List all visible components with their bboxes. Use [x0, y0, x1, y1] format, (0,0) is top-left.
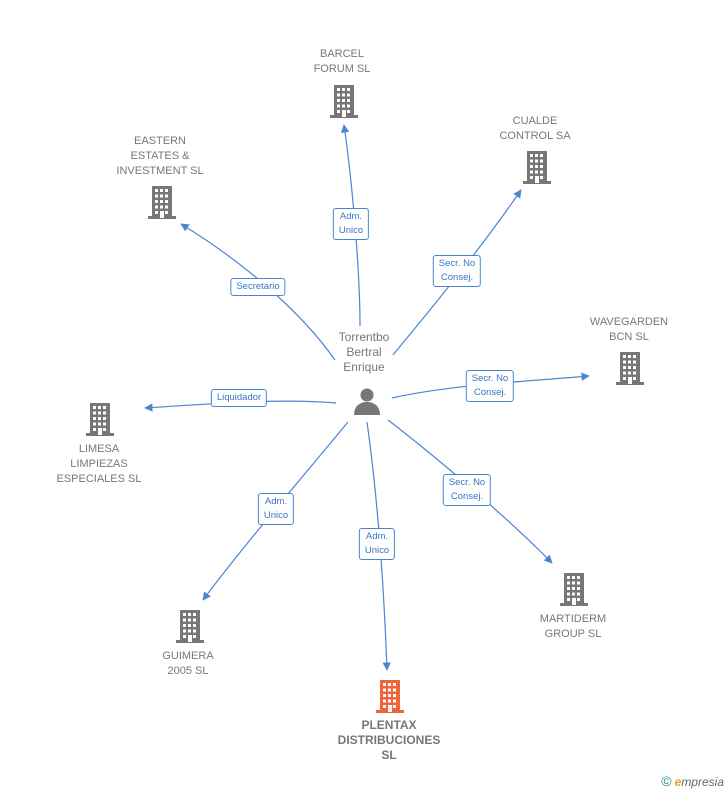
brand-logo: ©empresia: [661, 773, 724, 789]
role-label[interactable]: Adm. Unico: [257, 493, 295, 525]
person-name: Torrentbo Bertral Enrique: [338, 330, 390, 374]
role-label[interactable]: Secr. No Consej.: [442, 474, 492, 506]
role-label[interactable]: Secr. No Consej.: [465, 370, 515, 402]
company-building-icon[interactable]: [328, 83, 360, 124]
company-label[interactable]: PLENTAX DISTRIBUCIONES SL: [337, 718, 441, 762]
company-label[interactable]: LIMESA LIMPIEZAS ESPECIALES SL: [56, 443, 142, 485]
role-label[interactable]: Secretario: [230, 278, 286, 296]
company-label[interactable]: GUIMERA 2005 SL: [162, 650, 214, 677]
role-label[interactable]: Adm. Unico: [332, 208, 370, 240]
role-label[interactable]: Secr. No Consej.: [432, 255, 482, 287]
company-label[interactable]: MARTIDERM GROUP SL: [539, 613, 607, 640]
person-icon[interactable]: [352, 386, 382, 421]
company-building-icon[interactable]: [614, 350, 646, 391]
company-building-icon[interactable]: [558, 571, 590, 612]
company-label[interactable]: BARCEL FORUM SL: [313, 48, 371, 75]
role-label[interactable]: Liquidador: [210, 389, 268, 407]
company-building-icon[interactable]: [521, 149, 553, 190]
company-label[interactable]: EASTERN ESTATES & INVESTMENT SL: [116, 135, 204, 177]
company-building-icon[interactable]: [146, 184, 178, 225]
role-label[interactable]: Adm. Unico: [358, 528, 396, 560]
company-label[interactable]: CUALDE CONTROL SA: [499, 115, 571, 142]
company-label[interactable]: WAVEGARDEN BCN SL: [589, 316, 669, 343]
company-building-icon[interactable]: [174, 608, 206, 649]
company-building-icon[interactable]: [374, 678, 406, 719]
company-building-icon[interactable]: [84, 401, 116, 442]
